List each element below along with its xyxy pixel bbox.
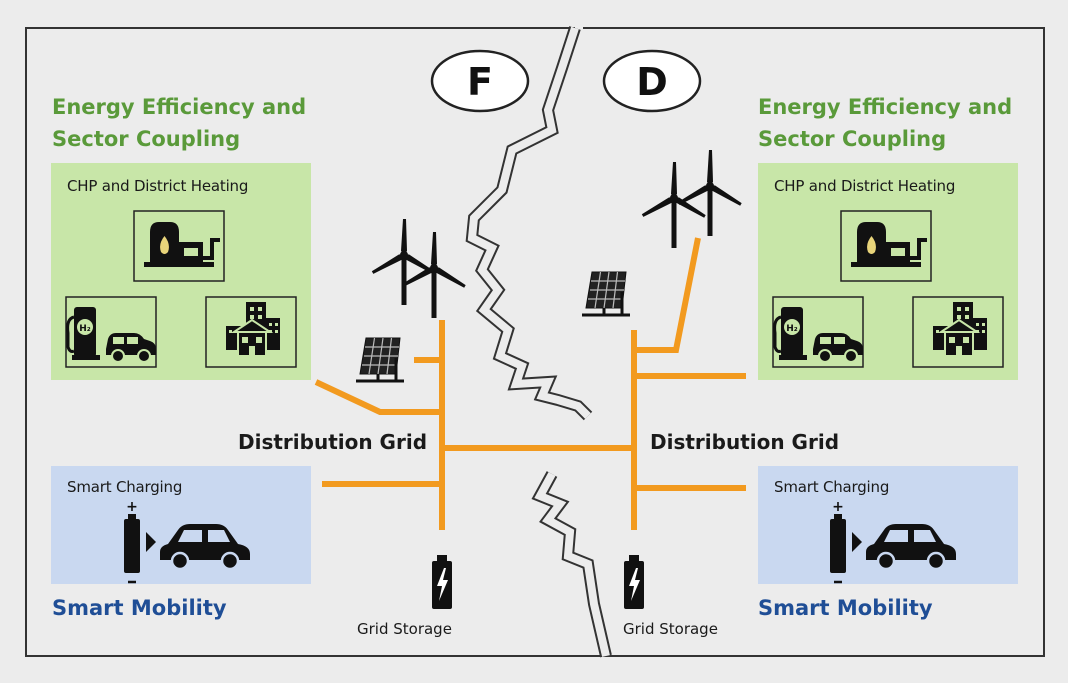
left-grid-label: Distribution Grid: [238, 430, 428, 454]
right-efficiency-title-line1: Energy Efficiency and: [758, 95, 1013, 119]
right-storage-label: Grid Storage: [623, 620, 718, 638]
country-badge-left: F: [430, 49, 530, 113]
wind-turbine-icon: [371, 219, 437, 305]
wind-turbine-icon: [677, 150, 743, 236]
solar-panel-icon: [354, 336, 406, 383]
left-chp-label: CHP and District Heating: [67, 177, 249, 195]
left-charging-label: Smart Charging: [67, 478, 183, 496]
right-chp-label: CHP and District Heating: [774, 177, 956, 195]
left-efficiency-title-line1: Energy Efficiency and: [52, 95, 307, 119]
wind-turbine-icon: [641, 162, 707, 248]
country-badge-right: D: [602, 49, 702, 113]
left-country-border: [25, 27, 606, 657]
left-storage-label: Grid Storage: [357, 620, 452, 638]
wind-turbine-icon: [401, 232, 467, 318]
right-distribution-grid: [631, 237, 746, 530]
right-country-border: [583, 27, 1045, 657]
left-efficiency-title-line2: Sector Coupling: [52, 127, 241, 151]
left-distribution-grid: [314, 320, 634, 530]
grid-storage-icon: [624, 555, 644, 609]
solar-panel-icon: [580, 270, 632, 317]
right-mobility-title: Smart Mobility: [758, 596, 933, 620]
left-mobility-title: Smart Mobility: [52, 596, 227, 620]
country-code-left: F: [467, 60, 493, 104]
battery-icon: [828, 497, 848, 584]
right-charging-label: Smart Charging: [774, 478, 890, 496]
right-grid-label: Distribution Grid: [650, 430, 840, 454]
right-efficiency-title-line2: Sector Coupling: [758, 127, 947, 151]
country-code-right: D: [636, 60, 668, 104]
grid-storage-icon: [432, 555, 452, 609]
battery-icon: [122, 497, 142, 584]
